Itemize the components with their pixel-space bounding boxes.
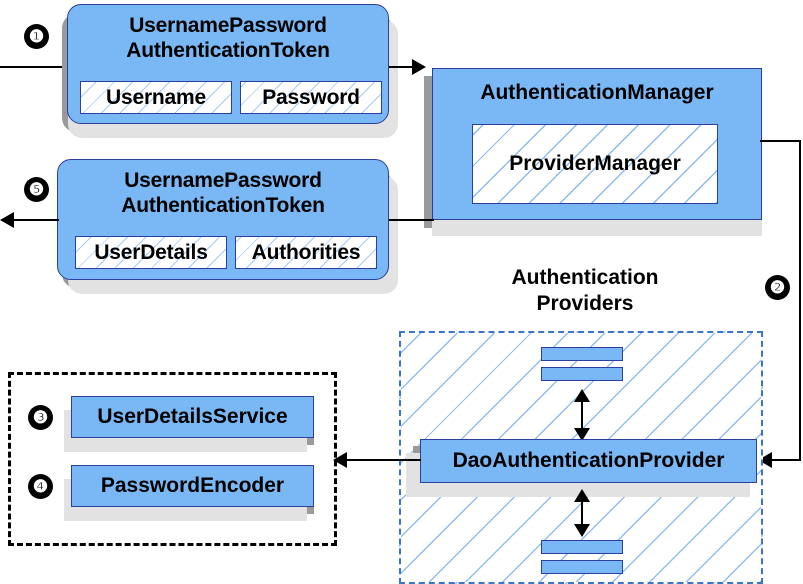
- provider-link-top-arrow-down: [574, 428, 590, 441]
- request-token-title-line2: AuthenticationToken: [126, 39, 330, 62]
- step-3-bullet: ❸: [28, 405, 53, 430]
- response-token-chip-authorities[interactable]: Authorities: [235, 236, 377, 269]
- other-provider-bar-bottom-2[interactable]: [541, 560, 623, 574]
- request-token-chip-password[interactable]: Password: [240, 81, 382, 114]
- authentication-manager-title: AuthenticationManager: [480, 81, 714, 104]
- other-provider-bar-bottom-1[interactable]: [541, 540, 623, 554]
- request-token-chip-username[interactable]: Username: [80, 81, 232, 114]
- provider-link-bottom-arrow-up: [574, 489, 590, 502]
- provider-to-dependencies-line: [347, 459, 421, 461]
- manager-to-provider-line-vertical: [799, 140, 801, 460]
- response-token-title-line1: UsernamePassword: [124, 169, 322, 192]
- other-provider-bar-top-2[interactable]: [541, 367, 623, 381]
- request-token-title-line1: UsernamePassword: [129, 14, 327, 37]
- token-to-manager-arrowhead: [412, 59, 426, 75]
- step-2-bullet: ❷: [765, 275, 790, 300]
- manager-to-provider-line-top: [760, 140, 801, 142]
- authentication-providers-title-line1: Authentication: [511, 266, 659, 289]
- manager-to-provider-line-bottom: [772, 459, 801, 461]
- authentication-providers-title-line2: Providers: [536, 292, 634, 315]
- step-4-bullet: ❹: [28, 474, 53, 499]
- dependencies-container: [8, 372, 337, 546]
- token-to-manager-line: [389, 66, 423, 68]
- authentication-manager-card[interactable]: AuthenticationManager ProviderManager: [432, 68, 762, 220]
- step-5-bullet: ❺: [24, 177, 49, 202]
- response-token-chip-userdetails[interactable]: UserDetails: [75, 236, 227, 269]
- provider-manager-panel[interactable]: ProviderManager: [472, 124, 718, 204]
- provider-link-top-line: [581, 396, 583, 428]
- other-provider-bar-top-1[interactable]: [541, 347, 623, 361]
- response-outgoing-arrowhead: [0, 212, 14, 228]
- response-token-title-line2: AuthenticationToken: [121, 194, 325, 217]
- response-token-card[interactable]: UsernamePassword AuthenticationToken Use…: [57, 159, 389, 280]
- dao-authentication-provider-card[interactable]: DaoAuthenticationProvider: [420, 439, 757, 483]
- provider-link-top-arrow-up: [574, 389, 590, 402]
- passwordencoder-card[interactable]: PasswordEncoder: [71, 465, 314, 507]
- provider-link-bottom-line: [581, 496, 583, 524]
- manager-to-response-token-line: [389, 219, 434, 221]
- incoming-request-line: [0, 66, 112, 68]
- step-1-bullet: ❶: [24, 24, 49, 49]
- request-token-card[interactable]: UsernamePassword AuthenticationToken Use…: [67, 4, 389, 124]
- provider-link-bottom-arrow-down: [574, 524, 590, 537]
- userdetailsservice-card[interactable]: UserDetailsService: [71, 396, 314, 438]
- response-outgoing-line: [14, 219, 59, 221]
